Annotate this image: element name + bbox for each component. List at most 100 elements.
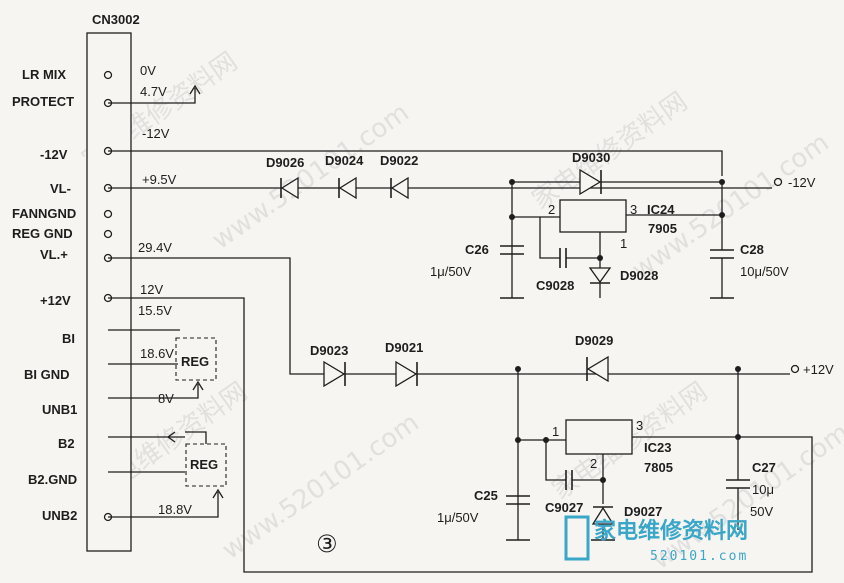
voltage-vl-plus: 29.4V [138,240,172,255]
voltage-vl-minus: +9.5V [142,172,177,187]
connector-body [86,32,132,552]
junction-5 [597,255,603,261]
output-pos12-terminal [790,364,800,374]
ic23-pin1: 1 [552,424,559,439]
regulator-blocks: REG REG [175,337,227,487]
reg-box-1 [175,337,217,381]
voltage-unb2: 18.8V [158,502,192,517]
voltage-bi: 15.5V [138,303,172,318]
voltage-bi-gnd: 18.6V [140,346,174,361]
label-d9024: D9024 [325,153,364,168]
value-c27-a: 10μ [752,482,774,497]
ic23-part: 7805 [644,460,673,475]
pin-1 [103,70,113,80]
output-neg12-terminal [773,177,783,187]
label-d9029: D9029 [575,333,613,348]
label-c28: C28 [740,242,764,257]
lead-unb1 [108,384,199,399]
ic24-label: IC24 [647,202,675,217]
wire-pos12v [108,297,813,573]
label-c27: C27 [752,460,776,475]
positive-rail: D9023 D9021 D9029 +12V 1 2 3 IC23 7805 C… [310,333,834,541]
pin-label-reg-gnd: REG GND [12,226,73,241]
junction-3 [509,214,515,220]
junction-8 [515,437,521,443]
label-d9030: D9030 [572,150,610,165]
arrow-b2 [166,431,176,443]
pin-label-bi-gnd: BI GND [24,367,70,382]
watermark-layer: 家电维修资料网 www.520101.com 家电维修资料网 www.52010… [77,47,844,576]
lead-unb2 [108,492,219,518]
pin-label-neg12v: -12V [40,147,68,162]
value-c26: 1μ/50V [430,264,472,279]
wire-neg12v [108,150,723,176]
label-d9027: D9027 [624,504,662,519]
pin-label-unb2: UNB2 [42,508,77,523]
value-c28: 10μ/50V [740,264,789,279]
pin-label-unb1: UNB1 [42,402,77,417]
reg-label-2: REG [190,457,218,472]
voltage-protect: 4.7V [140,84,167,99]
ic23-body [565,419,633,455]
label-c26: C26 [465,242,489,257]
diode-d9026 [280,176,299,200]
logo-url: 520101.com [650,549,748,564]
figure-number-label: ③ [316,530,338,558]
pin-label-vl-plus: VL.+ [40,247,68,262]
pin-label-protect: PROTECT [12,94,74,109]
voltage-pos12v: 12V [140,282,163,297]
ic24-pin2: 2 [548,202,555,217]
lead-protect [108,88,196,104]
site-logo: 家电维修资料网 520101.com [564,515,748,564]
label-d9021: D9021 [385,340,423,355]
ic24-pin3: 3 [630,202,637,217]
pin-label-b2: B2 [58,436,75,451]
pin-label-bi: BI [62,331,75,346]
pin-leads [108,84,813,573]
arrow-protect [189,84,201,95]
output-neg12-label: -12V [788,175,816,190]
watermark-url-1: www.520101.com [207,98,415,256]
output-pos12-label: +12V [803,362,834,377]
label-d9023: D9023 [310,343,348,358]
pin-6 [103,229,113,239]
diode-d9023 [323,360,346,388]
ic23-pin2: 2 [590,456,597,471]
label-d9022: D9022 [380,153,418,168]
diode-d9021 [395,360,418,388]
label-c9027: C9027 [545,500,583,515]
arrow-unb2 [212,488,224,499]
diode-d9024 [338,176,357,200]
pin-label-vl-minus: VL- [50,181,71,196]
negative-rail: D9026 D9024 D9022 D9030 -12V 2 3 1 IC24 … [266,150,816,299]
ic24-part: 7905 [648,221,677,236]
reg-box-2 [185,443,227,487]
ic23-pin3: 3 [636,418,643,433]
ic24-pin1: 1 [620,236,627,251]
pin-label-fanngnd: FANNGND [12,206,76,221]
reg-label-1: REG [181,354,209,369]
pin-label-b2-gnd: B2.GND [28,472,77,487]
diode-d9022 [390,176,409,200]
label-d9026: D9026 [266,155,304,170]
value-c27-b: 50V [750,504,773,519]
logo-mark [564,515,590,561]
junction-11 [600,477,606,483]
arrow-unb1 [192,380,204,391]
junction-1 [509,179,515,185]
diode-d9029 [586,355,609,383]
diode-d9028 [588,267,612,284]
wire-c9027 [545,440,566,481]
pin-label-pos12v: +12V [40,293,71,308]
pin-label-lr-mix: LR MIX [22,67,66,82]
connector-cn3002: CN3002 [86,12,140,552]
figure-number: ③ [316,530,338,558]
ic23-label: IC23 [644,440,671,455]
logo-text-cn: 家电维修资料网 [594,518,748,544]
pin-5 [103,209,113,219]
value-c25: 1μ/50V [437,510,479,525]
pin-voltages: 0V 4.7V -12V +9.5V 29.4V 12V 15.5V 18.6V… [138,63,192,517]
voltage-neg12v: -12V [142,126,170,141]
